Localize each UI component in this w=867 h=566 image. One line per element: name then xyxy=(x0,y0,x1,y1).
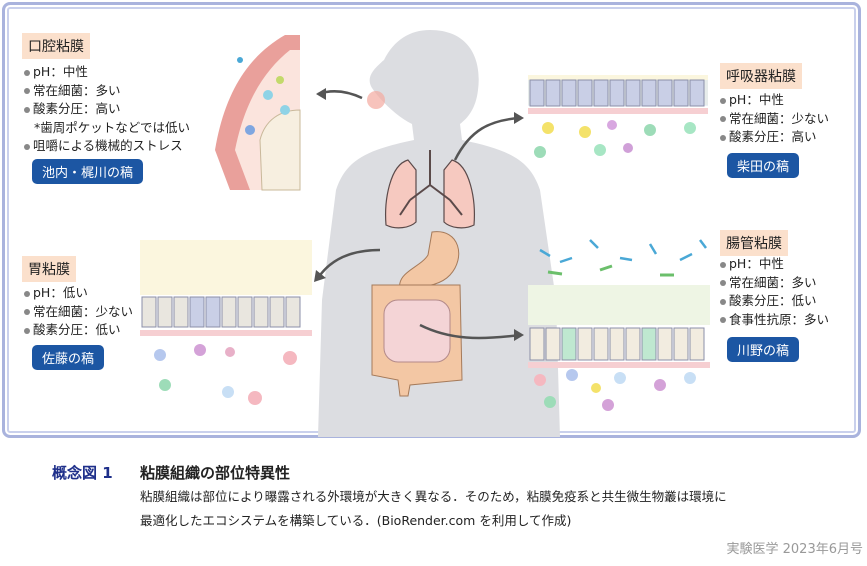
caption-line-1: 粘膜組織は部位により曝露される外環境が大きく異なる．そのため，粘膜免疫系と共生微… xyxy=(140,489,727,504)
stomach-item: pH：低い xyxy=(24,284,133,303)
intestine-item: pH：中性 xyxy=(720,255,829,274)
intestine-item: 食事性抗原：多い xyxy=(720,311,829,330)
stomach-properties: pH：低い 常在細菌：少ない 酸素分圧：低い xyxy=(24,284,133,340)
oral-properties: pH：中性 常在細菌：多い 酸素分圧：高い *歯周ポケットなどでは低い 咀嚼によ… xyxy=(24,63,190,156)
intestine-properties: pH：中性 常在細菌：多い 酸素分圧：低い 食事性抗原：多い xyxy=(720,255,829,329)
panel-title-oral: 口腔粘膜 xyxy=(22,33,90,59)
oral-tissue-illustration xyxy=(215,35,301,191)
mouth-highlight xyxy=(367,91,385,109)
stomach-tissue-illustration xyxy=(140,240,312,405)
author-badge-respiratory: 柴田の稿 xyxy=(727,153,800,178)
intestine-item: 常在細菌：多い xyxy=(720,274,829,293)
oral-item: 酸素分圧：高い xyxy=(24,100,190,119)
intestine-item: 酸素分圧：低い xyxy=(720,292,829,311)
panel-title-respiratory: 呼吸器粘膜 xyxy=(720,63,802,89)
oral-item: 常在細菌：多い xyxy=(24,82,190,101)
author-badge-stomach: 佐藤の稿 xyxy=(32,345,105,370)
caption-line-2: 最適化したエコシステムを構築している．(BioRender.com を利用して作… xyxy=(140,513,572,528)
journal-footer: 実験医学 2023年6月号 xyxy=(726,542,864,557)
panel-title-intestine: 腸管粘膜 xyxy=(720,230,788,256)
stomach-item: 酸素分圧：低い xyxy=(24,321,133,340)
author-badge-oral: 池内・梶川の稿 xyxy=(32,159,144,184)
oral-item: 咀嚼による機械的ストレス xyxy=(24,137,190,156)
panel-title-stomach: 胃粘膜 xyxy=(22,256,76,282)
diagram-illustration xyxy=(140,30,710,437)
respiratory-item: 酸素分圧：高い xyxy=(720,128,829,147)
author-badge-intestine: 川野の稿 xyxy=(727,337,800,362)
figure-title: 粘膜組織の部位特異性 xyxy=(140,464,291,482)
lungs-icon xyxy=(385,159,475,229)
figure-number: 概念図 1 xyxy=(52,464,113,482)
intestine-tissue-illustration xyxy=(528,239,710,411)
respiratory-item: 常在細菌：少ない xyxy=(720,110,829,129)
oral-note: *歯周ポケットなどでは低い xyxy=(34,119,191,135)
stomach-item: 常在細菌：少ない xyxy=(24,303,133,322)
oral-item: pH：中性 xyxy=(24,63,190,82)
respiratory-item: pH：中性 xyxy=(720,91,829,110)
respiratory-properties: pH：中性 常在細菌：少ない 酸素分圧：高い xyxy=(720,91,829,147)
respiratory-tissue-illustration xyxy=(528,75,708,158)
